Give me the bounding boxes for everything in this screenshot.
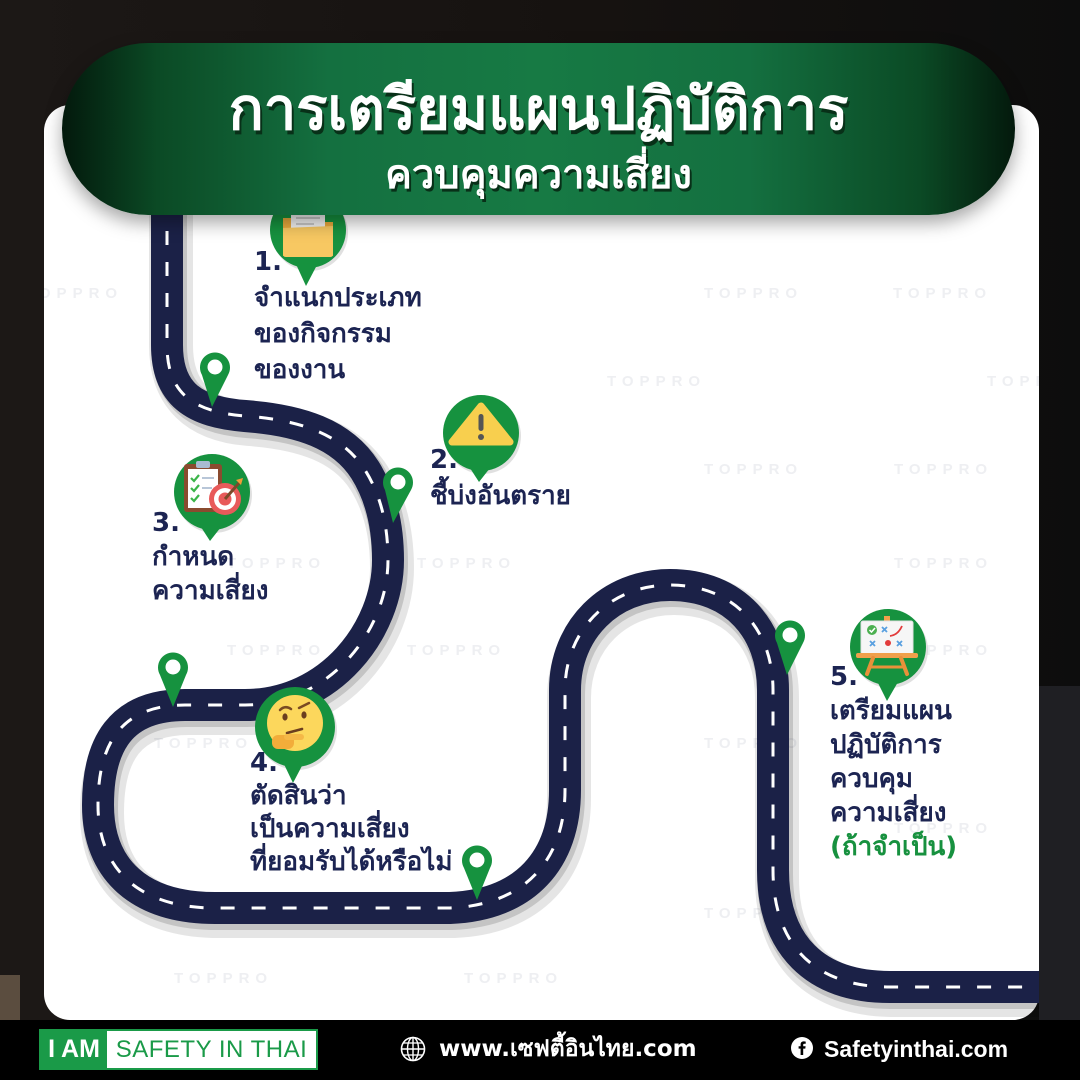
step-text-line: ตัดสินว่า [250,781,347,811]
step-2-bubble [443,395,521,482]
facebook-link[interactable]: Safetyinthai.com [824,1036,1009,1062]
step-5-bubble [850,609,928,701]
watermark: TOPPRO [227,555,327,572]
step-3-label: 3. กำหนด ความเสี่ยง [152,506,268,608]
watermark: TOPPRO [704,285,804,302]
page-title: การเตรียมแผนปฏิบัติการ [228,75,849,143]
clipboard-target-icon [184,461,243,515]
watermark: TOPPRO [894,461,994,478]
watermark: TOPPRO [704,461,804,478]
brand-name: SAFETY IN THAI [115,1035,308,1063]
thinking-face-icon [267,695,323,751]
watermark: TOPPRO [987,373,1039,390]
step-text-line: ที่ยอมรับได้หรือไม่ [250,847,453,877]
warning-icon [448,402,514,446]
step-number: 1. [254,247,282,277]
step-text-line: จำแนกประเภท [254,283,422,313]
step-2-label: 2. ชี้บ่งอันตราย [430,442,571,514]
step-3-bubble [174,454,252,541]
watermark: TOPPRO [154,735,254,752]
step-number: 3. [152,508,180,538]
step-text-line: ปฏิบัติการ [830,730,942,760]
step-number: 4. [250,748,278,778]
watermark: TOPPRO [607,373,707,390]
title-banner: การเตรียมแผนปฏิบัติการ ควบคุมความเสี่ยง [62,43,1015,215]
footer-bar: I AM SAFETY IN THAI www.เซฟตี้อินไทย.com… [0,1020,1080,1080]
step-text-line: ของกิจกรรม [254,319,392,349]
step-5-label: 5. เตรียมแผน ปฏิบัติการ ควบคุม ความเสี่ย… [830,660,957,864]
step-text-line: เตรียมแผน [830,696,952,726]
step-text-line: ชี้บ่งอันตราย [430,481,571,511]
brand-logo: I AM SAFETY IN THAI [39,1029,318,1070]
map-pin-icon [200,352,231,407]
background-block [0,975,20,1020]
step-text-line: กำหนด [152,542,235,572]
step-text-line: ความเสี่ยง [830,798,947,828]
map-pin-icon [383,467,413,523]
step-number: 5. [830,662,858,692]
brand-prefix: I AM [41,1031,107,1068]
watermark: TOPPRO [174,970,274,987]
step-4-label: 4. ตัดสินว่า เป็นความเสี่ยง ที่ยอมรับได้… [250,747,453,879]
background-panel [1039,686,1080,1020]
watermark: TOPPRO [417,555,517,572]
website-link[interactable]: www.เซฟตี้อินไทย.com [439,1036,697,1062]
step-text-line: ควบคุม [830,764,914,794]
watermark: TOPPRO [227,642,327,659]
step-text-line: ความเสี่ยง [152,576,269,606]
facebook-icon [791,1037,813,1059]
page-subtitle: ควบคุมความเสี่ยง [385,152,692,198]
strategy-easel-icon [856,616,918,676]
map-pin-icon [158,652,188,707]
watermark: TOPPRO [894,555,994,572]
watermark: TOPPRO [407,642,507,659]
globe-icon [400,1036,426,1062]
step-4-bubble [255,687,337,783]
road-surface [81,200,1039,1003]
watermark: TOPPRO [893,285,993,302]
step-number: 2. [430,445,458,475]
step-1-label: 1. จำแนกประเภท ของกิจกรรม ของงาน [254,244,422,388]
map-pin-icon [462,845,492,900]
map-pin-icon [775,620,806,675]
step-note: (ถ้าจำเป็น) [830,832,958,862]
watermark: TOPPRO [464,970,564,987]
watermark: TOPPRO [894,820,994,837]
watermark: TOPPRO [44,285,124,302]
step-text-line: ของงาน [254,355,346,385]
step-text-line: เป็นความเสี่ยง [250,814,410,844]
